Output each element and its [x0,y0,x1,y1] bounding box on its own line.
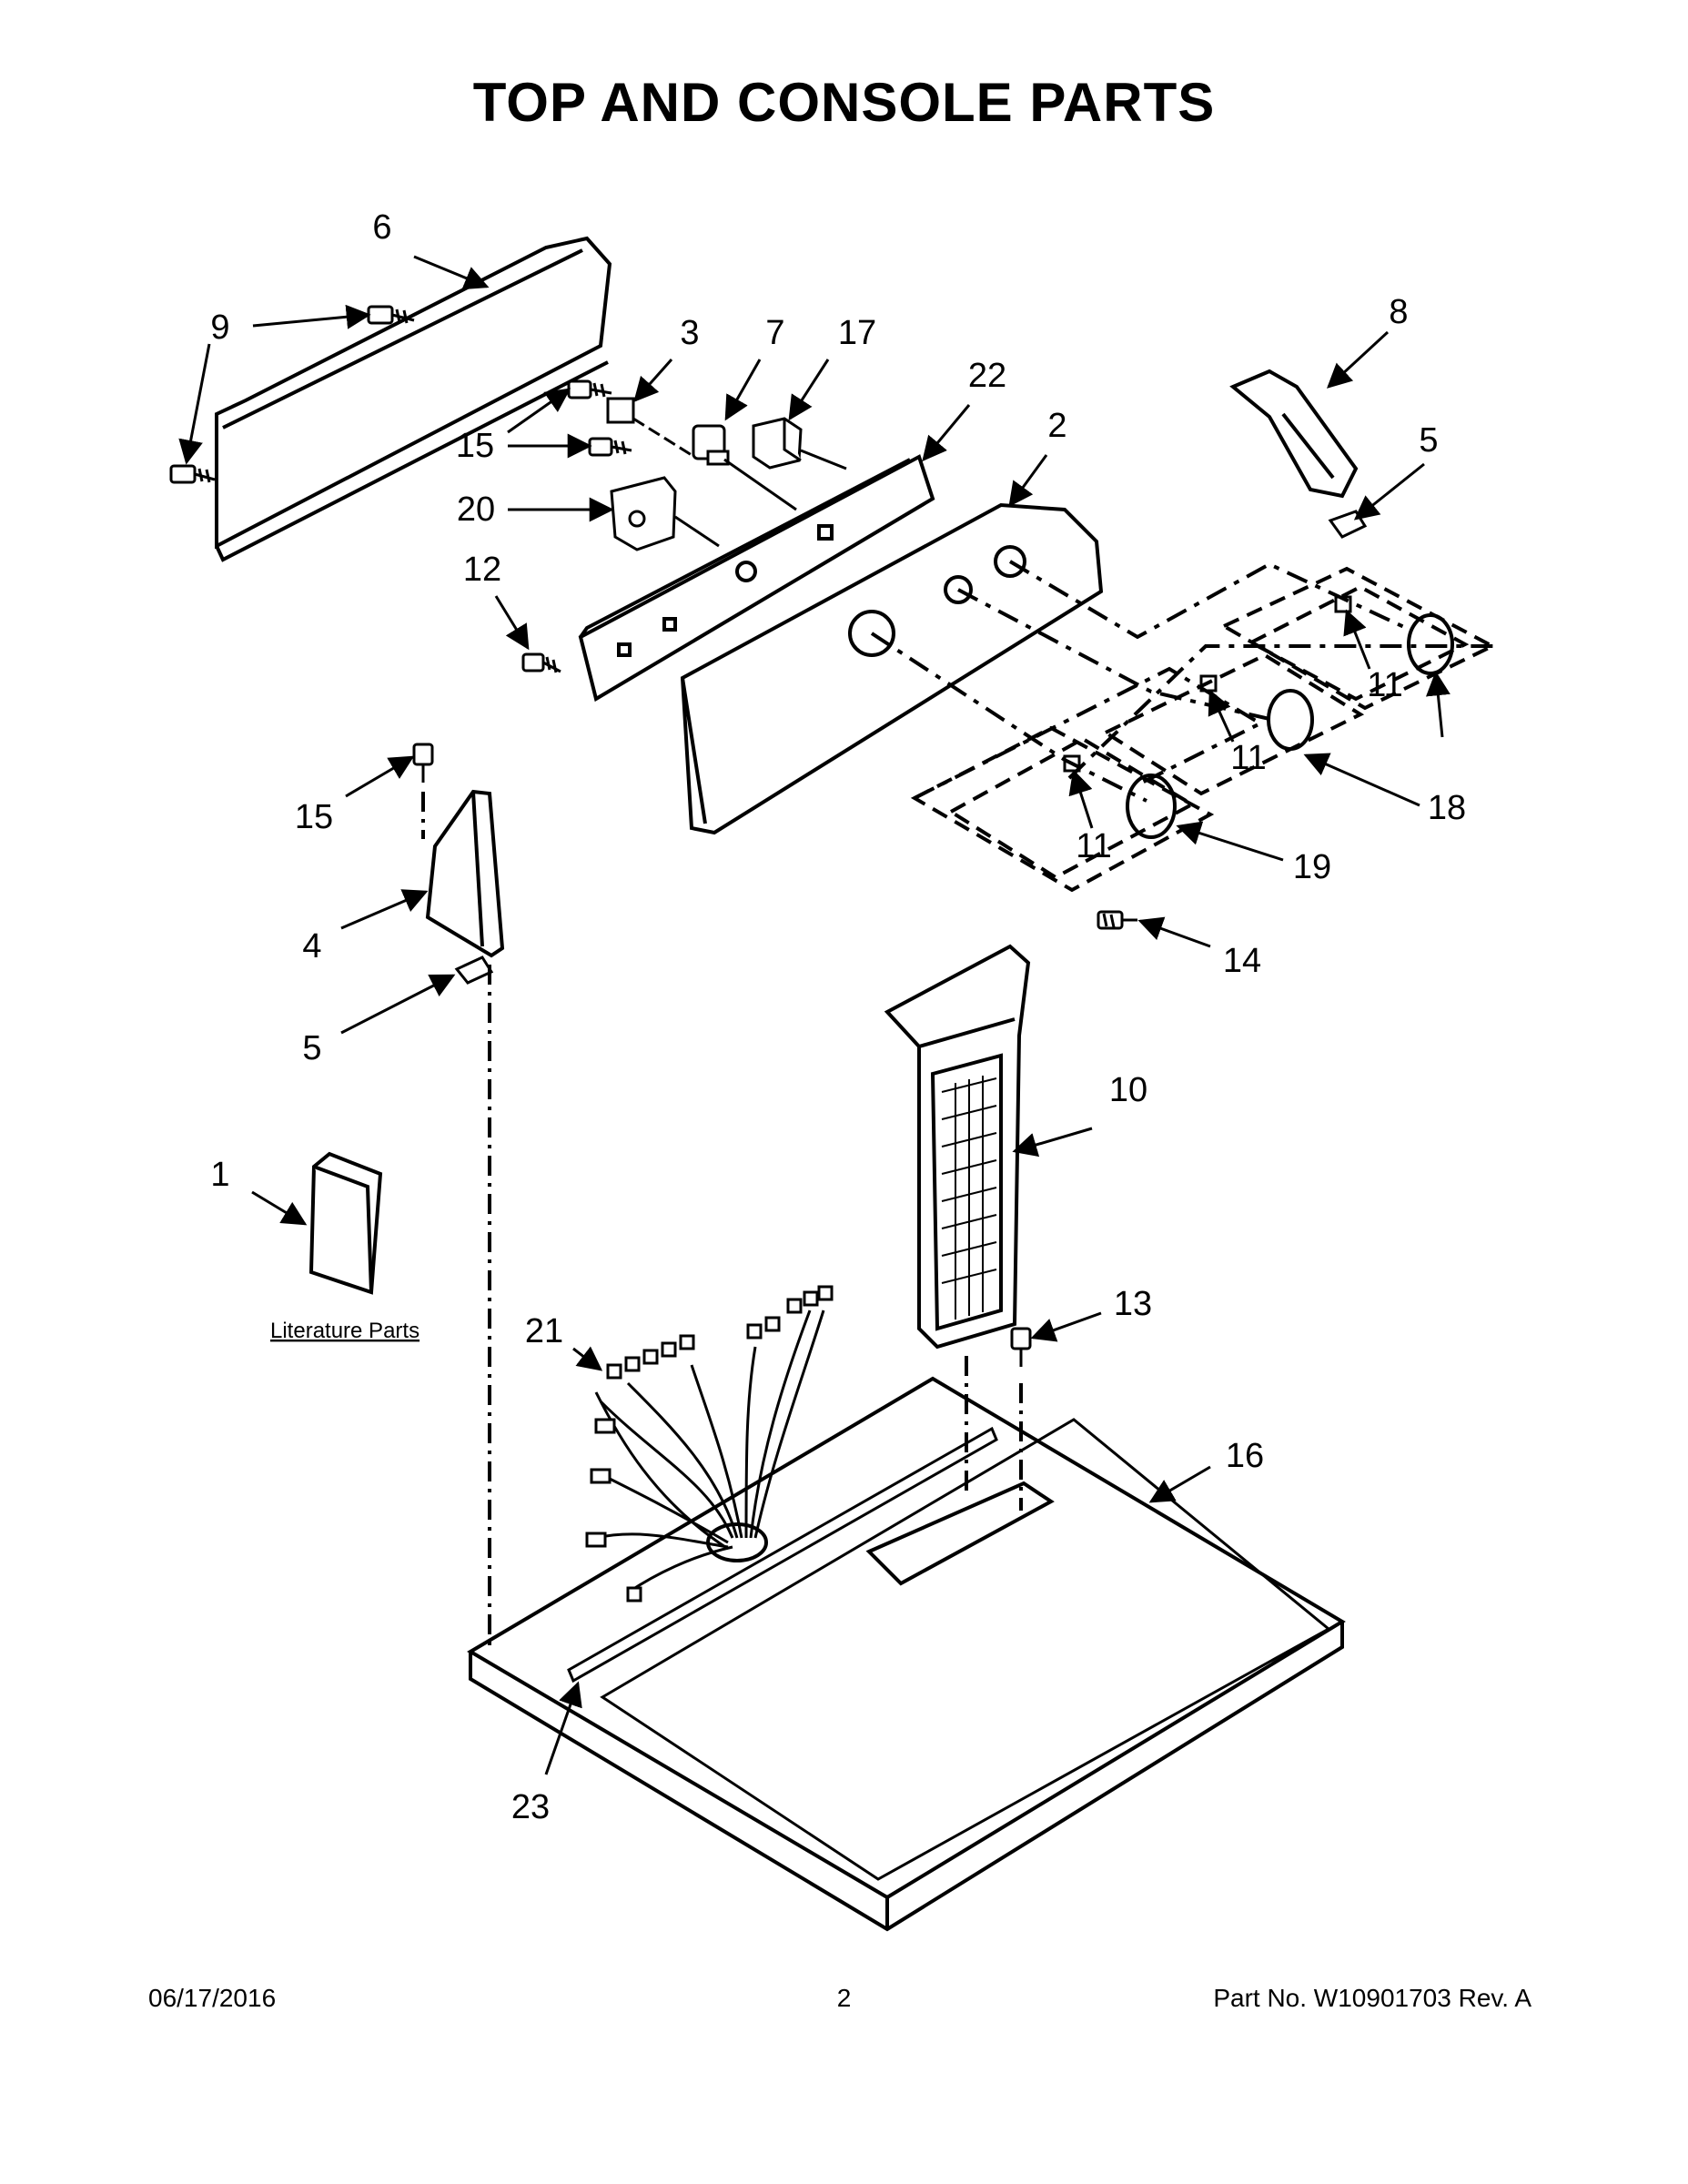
callout-1: 1 [210,1156,229,1194]
part-7-switch [692,424,797,511]
knob-icon [1126,613,1454,839]
callout-4: 4 [302,927,321,966]
part-20-timer [610,476,720,551]
callout-numbers: 1 2 3 4 5 5 6 7 8 9 10 11 11 11 12 13 14… [210,208,1466,1826]
part-4-console-side [425,789,505,958]
connector-icon [585,1285,834,1603]
screw-icon [1010,1327,1032,1367]
part-10-lint-filter [884,944,1031,1350]
part-5-clip [454,510,1368,985]
screw-icon [169,305,415,484]
callout-11b: 11 [1230,739,1266,777]
callout-16: 16 [1226,1437,1264,1475]
screw-icon [1097,910,1137,930]
callout-15a: 15 [456,427,494,465]
part-22-control-panel [578,454,935,703]
callout-5: 5 [302,1029,321,1067]
footer-part-number: Part No. W10901703 Rev. A [1213,1984,1531,2012]
part-6-console-rear-panel [215,236,612,562]
callout-21: 21 [525,1312,563,1350]
callout-2: 2 [1047,407,1066,445]
callout-6: 6 [372,208,391,247]
callout-14: 14 [1223,942,1261,980]
callout-20: 20 [457,490,495,529]
callout-8: 8 [1389,293,1408,331]
dashed-guide [965,1356,1023,1511]
part-21-wire-harness [594,1309,825,1594]
callout-11a: 11 [1367,666,1402,704]
callout-18: 18 [1428,789,1466,827]
callout-13: 13 [1114,1285,1152,1323]
callout-19: 19 [1293,848,1331,886]
literature-label[interactable]: Literature Parts [270,1319,419,1343]
callout-5b: 5 [1419,421,1438,460]
part-17-timer-knob-switch [752,417,847,470]
footer-page-number: 2 [836,1984,852,2012]
part-2-console [680,502,1104,835]
part-8-console-end-cap [1229,369,1359,499]
callout-10: 10 [1109,1071,1147,1109]
callout-3: 3 [680,314,699,352]
callout-17: 17 [838,314,876,352]
part-16-dryer-top [467,1376,1346,1932]
callout-11c: 11 [1076,827,1111,865]
callout-23: 23 [511,1788,550,1826]
callout-22: 22 [968,357,1006,395]
callout-7: 7 [765,314,784,352]
callout-15b: 15 [295,798,333,836]
callout-12: 12 [463,551,501,589]
footer-date: 06/17/2016 [148,1984,277,2012]
dashed-guide [421,792,491,1647]
screw-icon [412,743,434,783]
knob-outline-groups [910,566,1497,893]
page-title: TOP AND CONSOLE PARTS [472,72,1216,133]
leader-arrows [178,255,1450,1775]
callout-9: 9 [210,308,229,347]
part-3-switch [606,397,692,457]
part-1-literature-book [308,1151,383,1295]
